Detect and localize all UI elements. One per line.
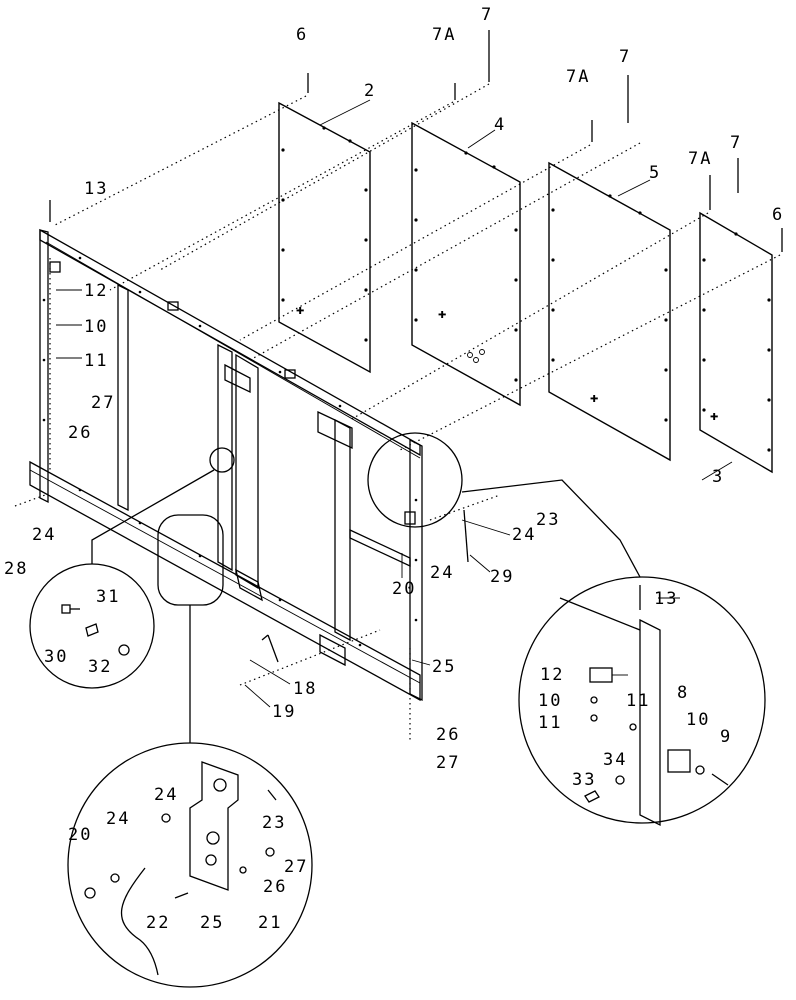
panel-4: ✚ — [411, 121, 521, 407]
callout-30: 30 — [44, 647, 68, 667]
callout-5: 5 — [649, 163, 661, 183]
callout-27b: 27 — [436, 753, 460, 773]
callout-28: 28 — [4, 559, 28, 579]
callout-7b: 7 — [619, 47, 631, 67]
callout-7c: 7 — [730, 133, 742, 153]
callout-34: 34 — [603, 750, 627, 770]
panel-2: ✚ — [278, 101, 371, 374]
callout-11a: 11 — [84, 351, 108, 371]
callout-19: 19 — [272, 702, 296, 722]
callout-27a: 27 — [91, 393, 115, 413]
callout-24e: 24 — [106, 809, 130, 829]
assembly-lines — [14, 83, 781, 740]
callout-32: 32 — [88, 657, 112, 677]
callout-11c: 11 — [626, 691, 650, 711]
callout-26a: 26 — [68, 423, 92, 443]
callout-9: 9 — [720, 727, 732, 747]
callout-13b: 13 — [654, 589, 678, 609]
callout-20b: 20 — [68, 825, 92, 845]
callout-33: 33 — [572, 770, 596, 790]
callout-31: 31 — [96, 587, 120, 607]
callout-10b: 10 — [538, 691, 562, 711]
callout-10c: 10 — [686, 710, 710, 730]
callout-7Aa: 7A — [432, 25, 456, 45]
label-mark-panel-3: ✚ — [710, 408, 720, 424]
detail-circle-latch — [461, 479, 766, 827]
callout-18: 18 — [293, 679, 317, 699]
panel-3: ✚ — [699, 211, 773, 474]
callout-12b: 12 — [540, 665, 564, 685]
callout-25b: 25 — [200, 913, 224, 933]
callout-10a: 10 — [84, 317, 108, 337]
callout-24c: 24 — [430, 563, 454, 583]
callout-20a: 20 — [392, 579, 416, 599]
callout-29: 29 — [490, 567, 514, 587]
detail-circle-ground — [29, 469, 215, 689]
callout-2: 2 — [364, 81, 376, 101]
callout-12a: 12 — [84, 281, 108, 301]
callout-25a: 25 — [432, 657, 456, 677]
callout-24b: 24 — [512, 525, 536, 545]
label-mark-panel-5: ✚ — [590, 390, 600, 406]
callout-6a: 6 — [296, 25, 308, 45]
callout-27c: 27 — [284, 857, 308, 877]
callout-23a: 23 — [536, 510, 560, 530]
label-mark-panel-4: ✚ — [438, 306, 448, 322]
callout-7Ac: 7A — [688, 149, 712, 169]
callout-7a: 7 — [481, 5, 493, 25]
detail-circle-bracket — [67, 605, 313, 988]
label-mark-panel-2: ✚ — [296, 302, 306, 318]
callout-23b: 23 — [262, 813, 286, 833]
callout-13a: 13 — [84, 179, 108, 199]
callout-7Ab: 7A — [566, 67, 590, 87]
callout-26b: 26 — [436, 725, 460, 745]
callout-6b: 6 — [772, 205, 784, 225]
panel-fasteners — [49, 30, 783, 252]
callout-24d: 24 — [154, 785, 178, 805]
callout-21: 21 — [258, 913, 282, 933]
callout-26c: 26 — [263, 877, 287, 897]
callout-3: 3 — [712, 467, 724, 487]
main-frame — [29, 228, 469, 702]
panel-5: ✚ — [548, 161, 671, 462]
callout-11b: 11 — [538, 713, 562, 733]
callout-4: 4 — [494, 115, 506, 135]
callout-labels: 6 7A 7 2 7A 7 4 5 7A 7 6 13 3 12 10 11 2… — [4, 5, 784, 933]
leader-lines — [56, 99, 733, 708]
callout-8: 8 — [677, 683, 689, 703]
callout-24a: 24 — [32, 525, 56, 545]
callout-22: 22 — [146, 913, 170, 933]
